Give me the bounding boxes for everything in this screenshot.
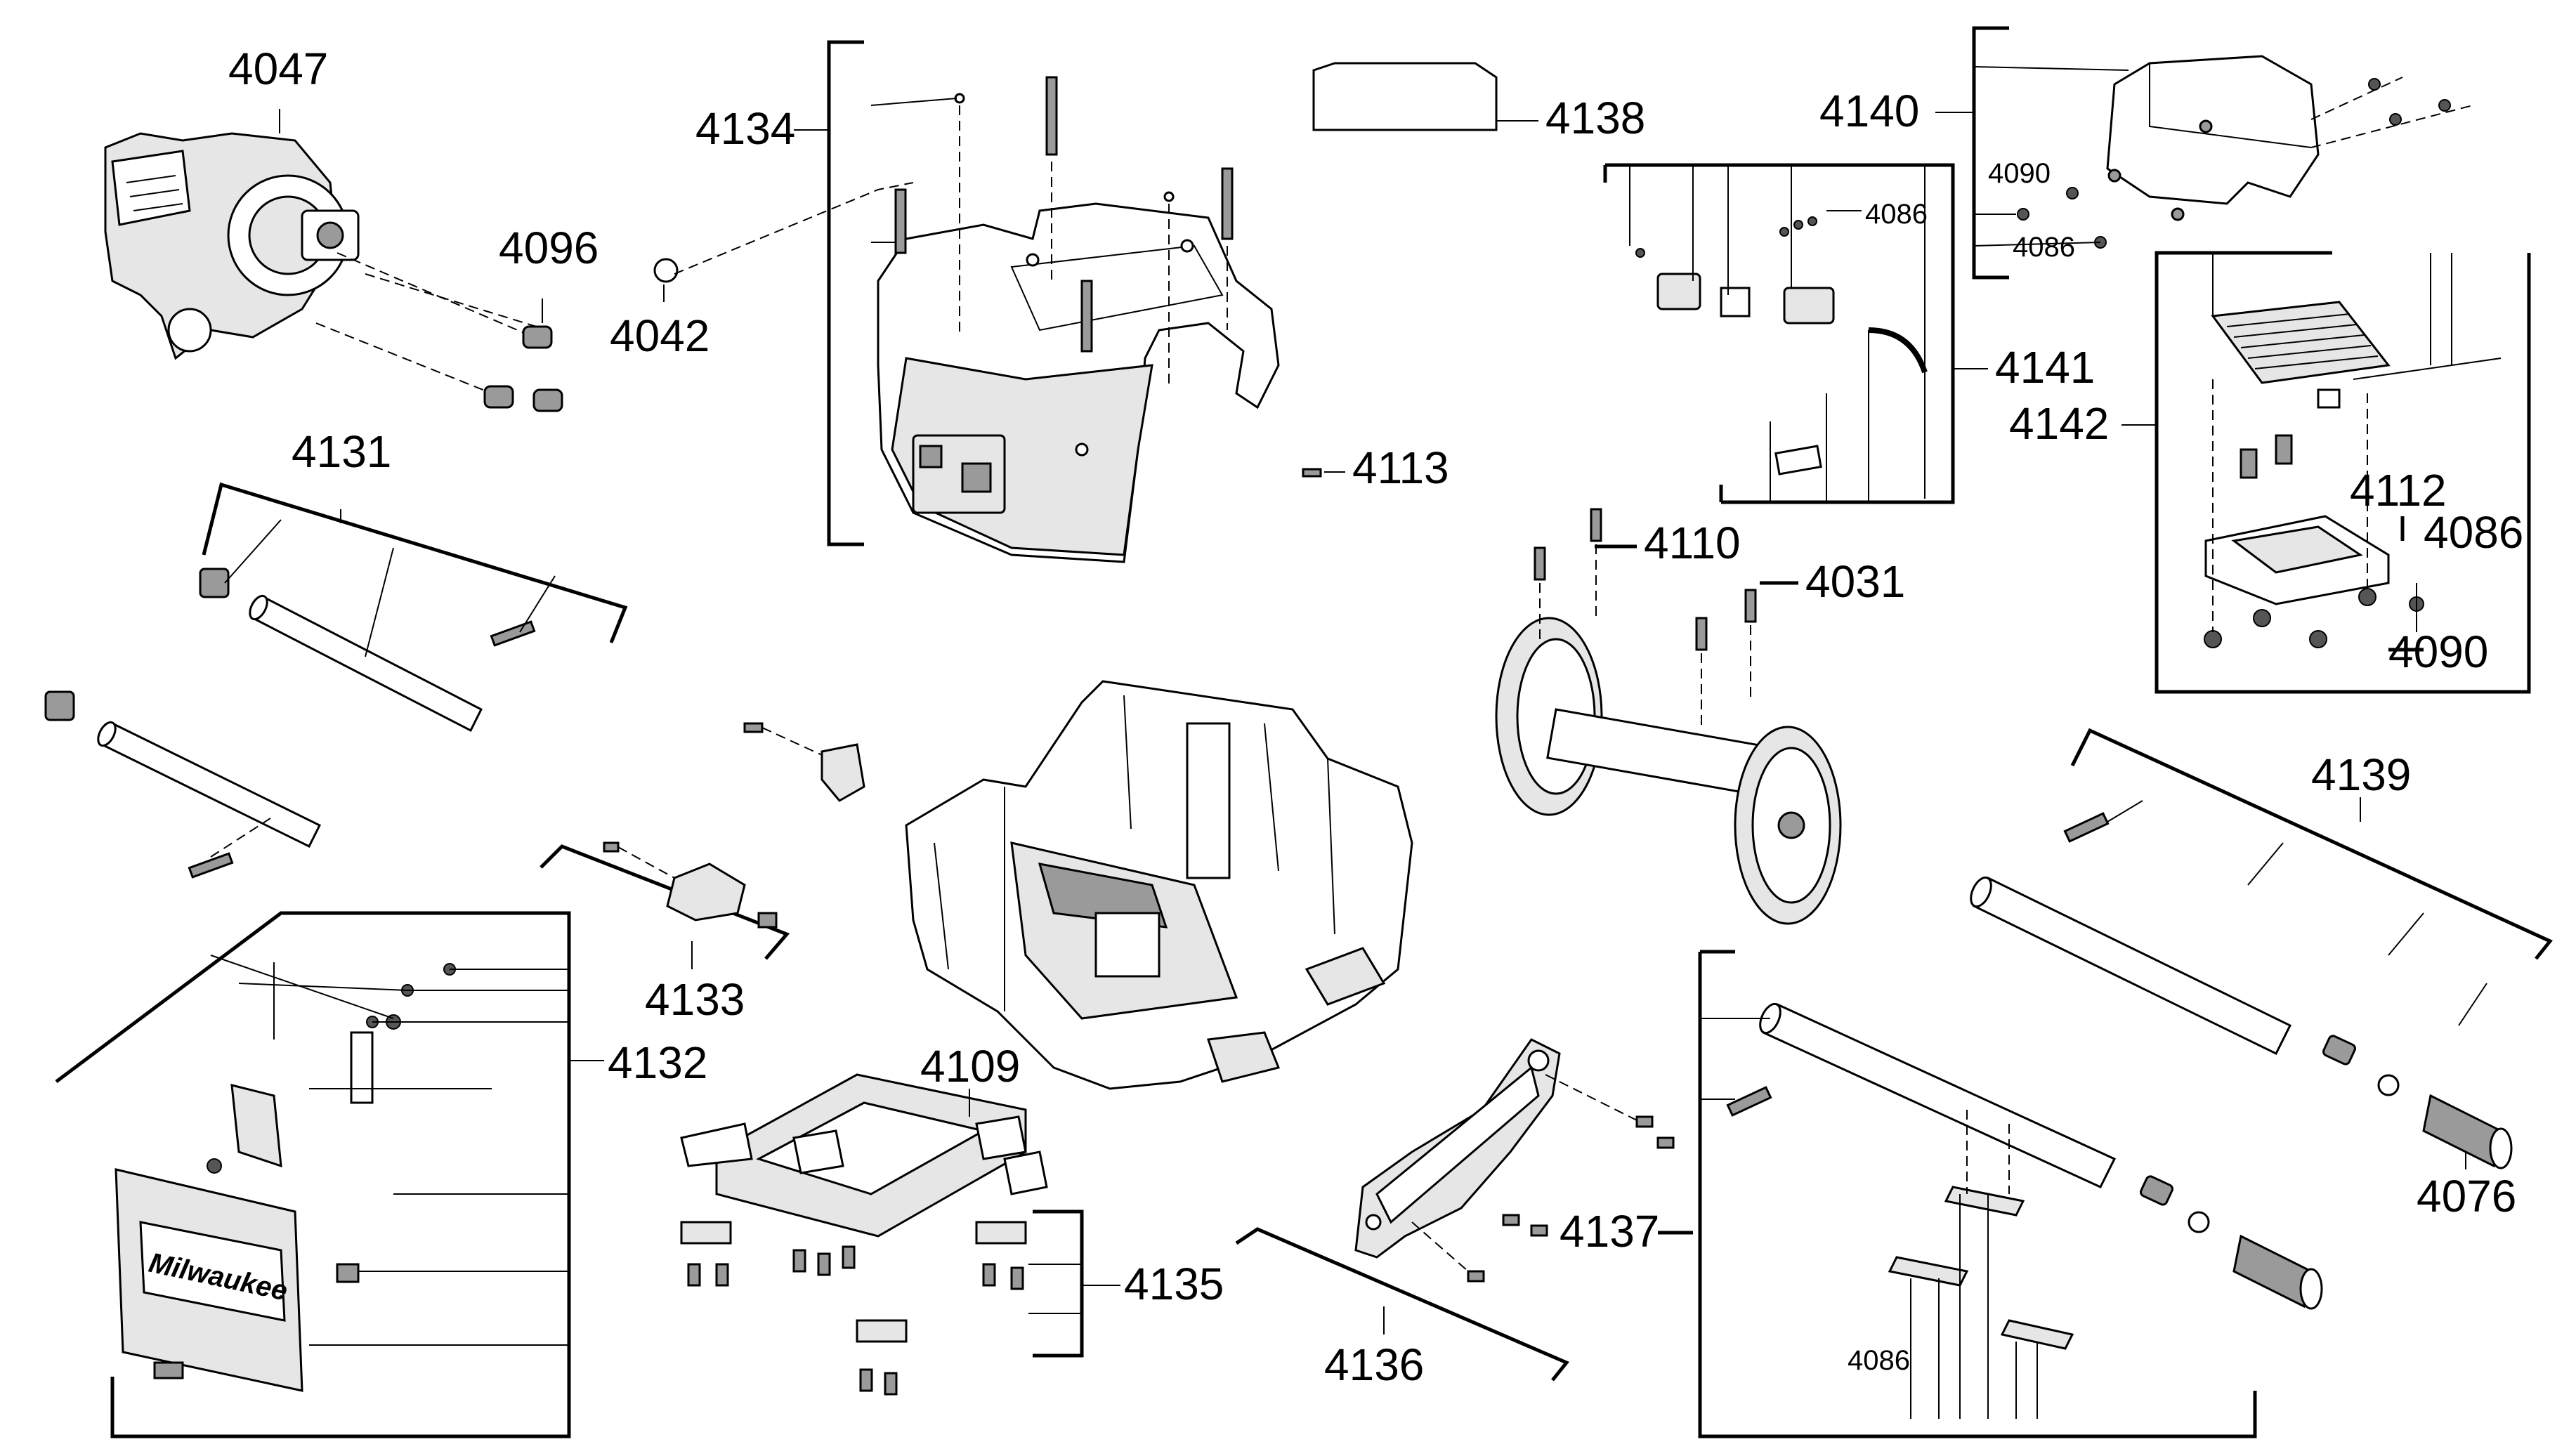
mount-bracket-4133 (603, 841, 778, 929)
cover-housing-4134 (877, 202, 1280, 563)
gearbox-motor-assembly-4047 (104, 132, 360, 360)
callout-4086-lower: 4086 (1848, 1345, 1910, 1376)
side-plate-4136 (1354, 1038, 1561, 1259)
fasteners-4140 (1973, 66, 2473, 249)
callout-4136: 4136 (1324, 1339, 1424, 1390)
callout-4142: 4142 (2009, 398, 2109, 449)
lower-axle-assembly (1700, 1002, 2323, 1419)
callout-4132: 4132 (608, 1037, 707, 1088)
clamp-part (743, 722, 865, 802)
bracket-4141 (1605, 163, 1955, 504)
bracket-4132 (55, 911, 571, 1438)
wheel-axle-assembly-4031 (1495, 617, 1842, 925)
axle-tube-upper (199, 519, 556, 733)
callout-4141: 4141 (1995, 342, 2095, 393)
bracket-4131 (202, 482, 628, 643)
callout-4096: 4096 (499, 223, 599, 273)
callout-4140: 4140 (1819, 86, 1919, 136)
callout-4090-upper: 4090 (1988, 158, 2051, 189)
cover-screws-4134 (674, 76, 1234, 386)
cover-plate-4140 (2106, 55, 2320, 221)
washer-4042 (653, 258, 679, 283)
callout-4135: 4135 (1124, 1259, 1224, 1309)
rear-axle-4139 (1970, 800, 2513, 1169)
bracket-4139 (2070, 728, 2553, 960)
callout-4031: 4031 (1805, 556, 1905, 607)
bracket-4133 (540, 844, 790, 960)
callout-4133: 4133 (645, 974, 745, 1025)
side-guard-4132: Milwaukee (115, 955, 569, 1392)
callout-4047: 4047 (228, 44, 328, 94)
callout-4076: 4076 (2417, 1171, 2516, 1221)
callout-4109: 4109 (920, 1041, 1020, 1091)
switch-assembly-4141 (1629, 165, 1928, 502)
callout-4086-switch: 4086 (1865, 199, 1928, 230)
callout-4131: 4131 (292, 426, 391, 477)
callout-4113: 4113 (1352, 442, 1449, 493)
bracket-4135 (1033, 1209, 1084, 1358)
callout-4042: 4042 (610, 310, 710, 361)
callout-4138: 4138 (1545, 93, 1645, 143)
callout-4112: 4112 (2350, 465, 2447, 516)
main-frame (905, 680, 1413, 1090)
wheel-screws-4110 (1534, 508, 1757, 730)
callout-4139: 4139 (2311, 749, 2411, 800)
bracket-4142 (2155, 251, 2531, 694)
callout-4110: 4110 (1644, 518, 1741, 568)
bracket-4136 (1235, 1227, 1569, 1382)
screw-4113 (1302, 468, 1322, 478)
callout-4086-upper: 4086 (2013, 232, 2075, 263)
guard-4138 (1312, 62, 1498, 131)
screws-4096 (315, 252, 563, 412)
bracket-4134 (827, 40, 864, 546)
bracket-lower-axle (1698, 952, 2257, 1438)
base-plate-4109 (680, 1073, 1048, 1238)
clamps-4135 (680, 1221, 1082, 1396)
callout-4137: 4137 (1560, 1206, 1659, 1257)
axle-tube-lower (44, 690, 322, 879)
callout-4090-pedal: 4090 (2388, 627, 2488, 677)
callout-4134: 4134 (695, 103, 795, 154)
callout-4086-pedal: 4086 (2424, 507, 2523, 558)
side-plate-screws-4137 (1411, 1074, 1675, 1283)
bracket-4140 (1972, 26, 2009, 280)
plate-assembly-4142 (2204, 253, 2502, 648)
